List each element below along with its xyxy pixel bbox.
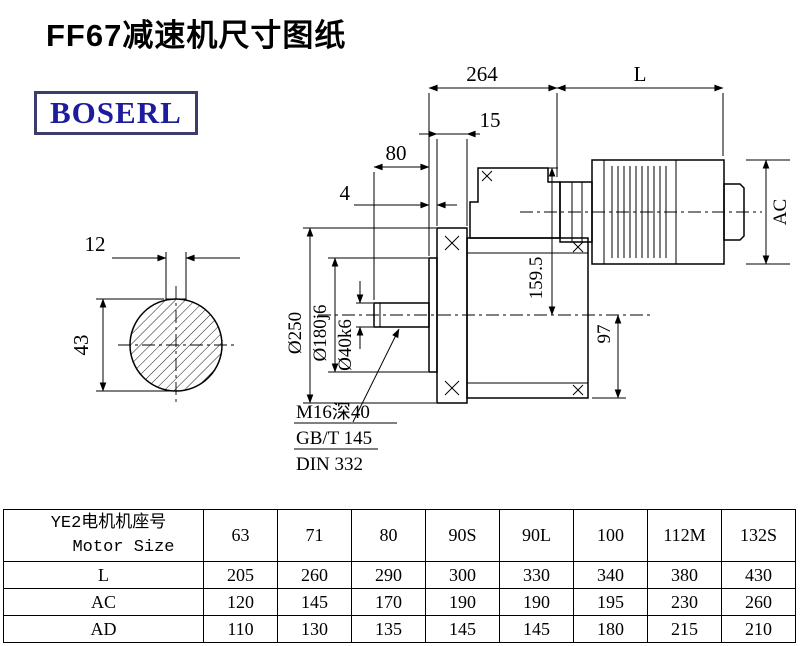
note-tap-label: M16深40 [296, 401, 370, 423]
dimensions: 264 L 15 80 4 AC [285, 62, 791, 475]
motor-size-header-en: Motor Size [72, 537, 175, 557]
shaft-circle [129, 298, 223, 392]
dim-L-label: L [634, 62, 647, 86]
dim-159-5-label: 159.5 [526, 257, 547, 300]
table-row-AD: AD 110 130 135 145 145 180 215 210 [3, 615, 796, 643]
column-header-63: 63 [203, 509, 278, 562]
dim-12-label: 12 [85, 232, 106, 256]
value-cell: 170 [351, 588, 426, 616]
value-cell: 380 [647, 561, 722, 589]
dimension-drawing: 12 43 [69, 62, 791, 475]
value-cell: 145 [277, 588, 352, 616]
column-header-132s: 132S [721, 509, 796, 562]
dim-80-label: 80 [386, 141, 407, 165]
dim-264-label: 264 [466, 62, 498, 86]
motor-size-table: YE2电机机座号 Motor Size 63 71 80 90S 90L 100… [3, 509, 796, 643]
note-gb-label: GB/T 145 [296, 428, 372, 449]
value-cell: 215 [647, 615, 722, 643]
value-cell: 430 [721, 561, 796, 589]
value-cell: 300 [425, 561, 500, 589]
fan-cover [723, 183, 745, 241]
value-cell: 135 [351, 615, 426, 643]
dim-4-label: 4 [340, 181, 351, 205]
column-header-90l: 90L [499, 509, 574, 562]
value-cell: 260 [721, 588, 796, 616]
column-header-71: 71 [277, 509, 352, 562]
shaft-section-view: 12 43 [69, 232, 240, 404]
dim-43-label: 43 [69, 335, 93, 356]
table-row-AC: AC 120 145 170 190 190 195 230 260 [3, 588, 796, 616]
gearbox-side-view [318, 159, 762, 404]
value-cell: 145 [499, 615, 574, 643]
note-din-label: DIN 332 [296, 454, 363, 475]
motor-size-header: YE2电机机座号 Motor Size [3, 509, 204, 562]
dia-40-label: Ø40k6 [335, 319, 356, 371]
row-label-L: L [3, 561, 204, 589]
table-header-row: YE2电机机座号 Motor Size 63 71 80 90S 90L 100… [3, 509, 796, 562]
value-cell: 110 [203, 615, 278, 643]
input-housing [469, 167, 561, 239]
value-cell: 120 [203, 588, 278, 616]
value-cell: 130 [277, 615, 352, 643]
row-label-AD: AD [3, 615, 204, 643]
dim-15-label: 15 [480, 108, 501, 132]
value-cell: 230 [647, 588, 722, 616]
column-header-90s: 90S [425, 509, 500, 562]
value-cell: 205 [203, 561, 278, 589]
mounting-flange [436, 227, 468, 404]
value-cell: 260 [277, 561, 352, 589]
value-cell: 145 [425, 615, 500, 643]
brand-name: BOSERL [50, 95, 182, 130]
row-label-AC: AC [3, 588, 204, 616]
brand-logo: BOSERL [34, 91, 198, 135]
value-cell: 330 [499, 561, 574, 589]
value-cell: 190 [499, 588, 574, 616]
column-header-100: 100 [573, 509, 648, 562]
value-cell: 210 [721, 615, 796, 643]
value-cell: 180 [573, 615, 648, 643]
value-cell: 195 [573, 588, 648, 616]
column-header-80: 80 [351, 509, 426, 562]
motor-size-header-cn: YE2电机机座号 [50, 513, 167, 533]
page-title: FF67减速机尺寸图纸 [46, 18, 347, 53]
column-header-112m: 112M [647, 509, 722, 562]
dim-97-label: 97 [594, 325, 615, 344]
value-cell: 290 [351, 561, 426, 589]
dia-180-label: Ø180j6 [310, 305, 331, 362]
dia-250-label: Ø250 [285, 312, 306, 354]
dim-AC-label: AC [770, 199, 791, 225]
value-cell: 190 [425, 588, 500, 616]
value-cell: 340 [573, 561, 648, 589]
table-row-L: L 205 260 290 300 330 340 380 430 [3, 561, 796, 589]
